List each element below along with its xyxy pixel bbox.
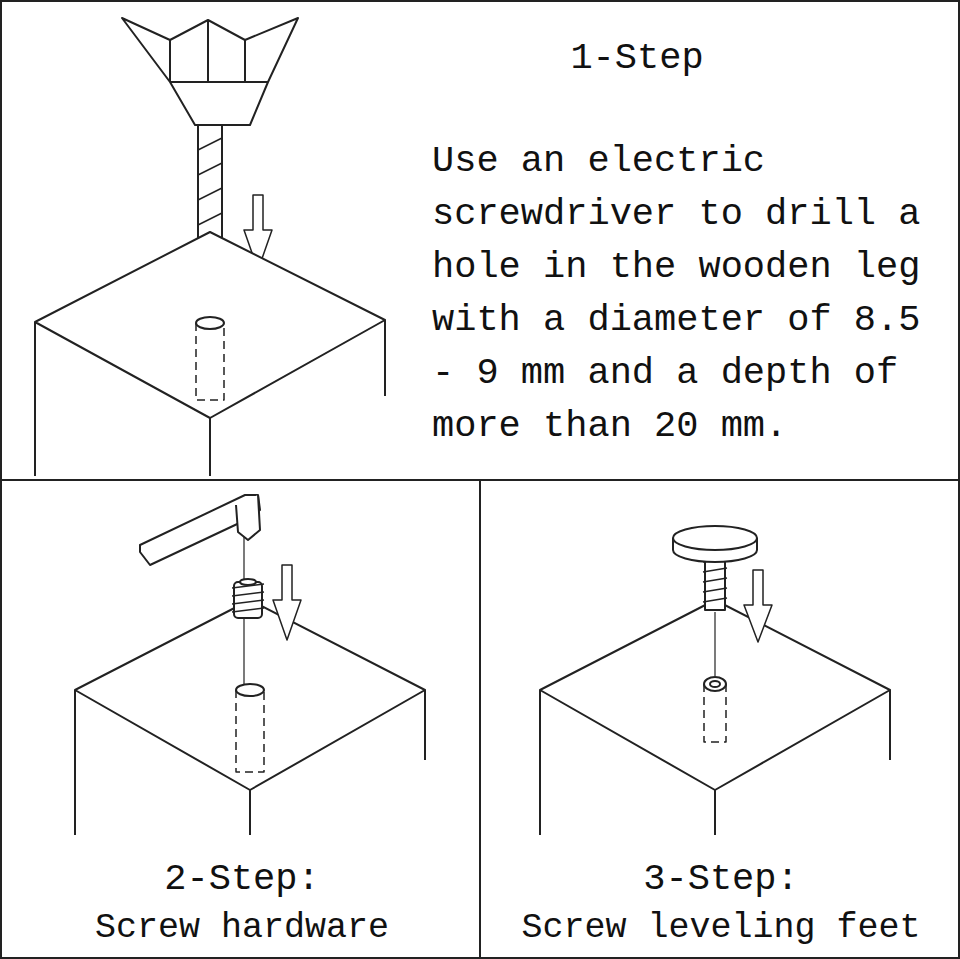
hex-key-and-insert [75, 495, 425, 835]
leveling-foot [540, 526, 890, 835]
step-instruction: Screw leveling feet [491, 903, 951, 953]
step-heading: 2-Step: [22, 853, 462, 906]
wooden-leg [35, 232, 385, 476]
step-heading: 1-Step [487, 32, 787, 85]
step-instruction: Screw hardware [12, 903, 472, 953]
step-heading: 3-Step: [501, 853, 941, 906]
step-instruction: Use an electric screwdriver to drill a h… [432, 135, 944, 453]
step-panel: 3-Step:Screw leveling feet [479, 479, 960, 959]
step-panel: 1-StepUse an electric screwdriver to dri… [0, 0, 960, 481]
step-panel: 2-Step:Screw hardware [0, 479, 481, 959]
